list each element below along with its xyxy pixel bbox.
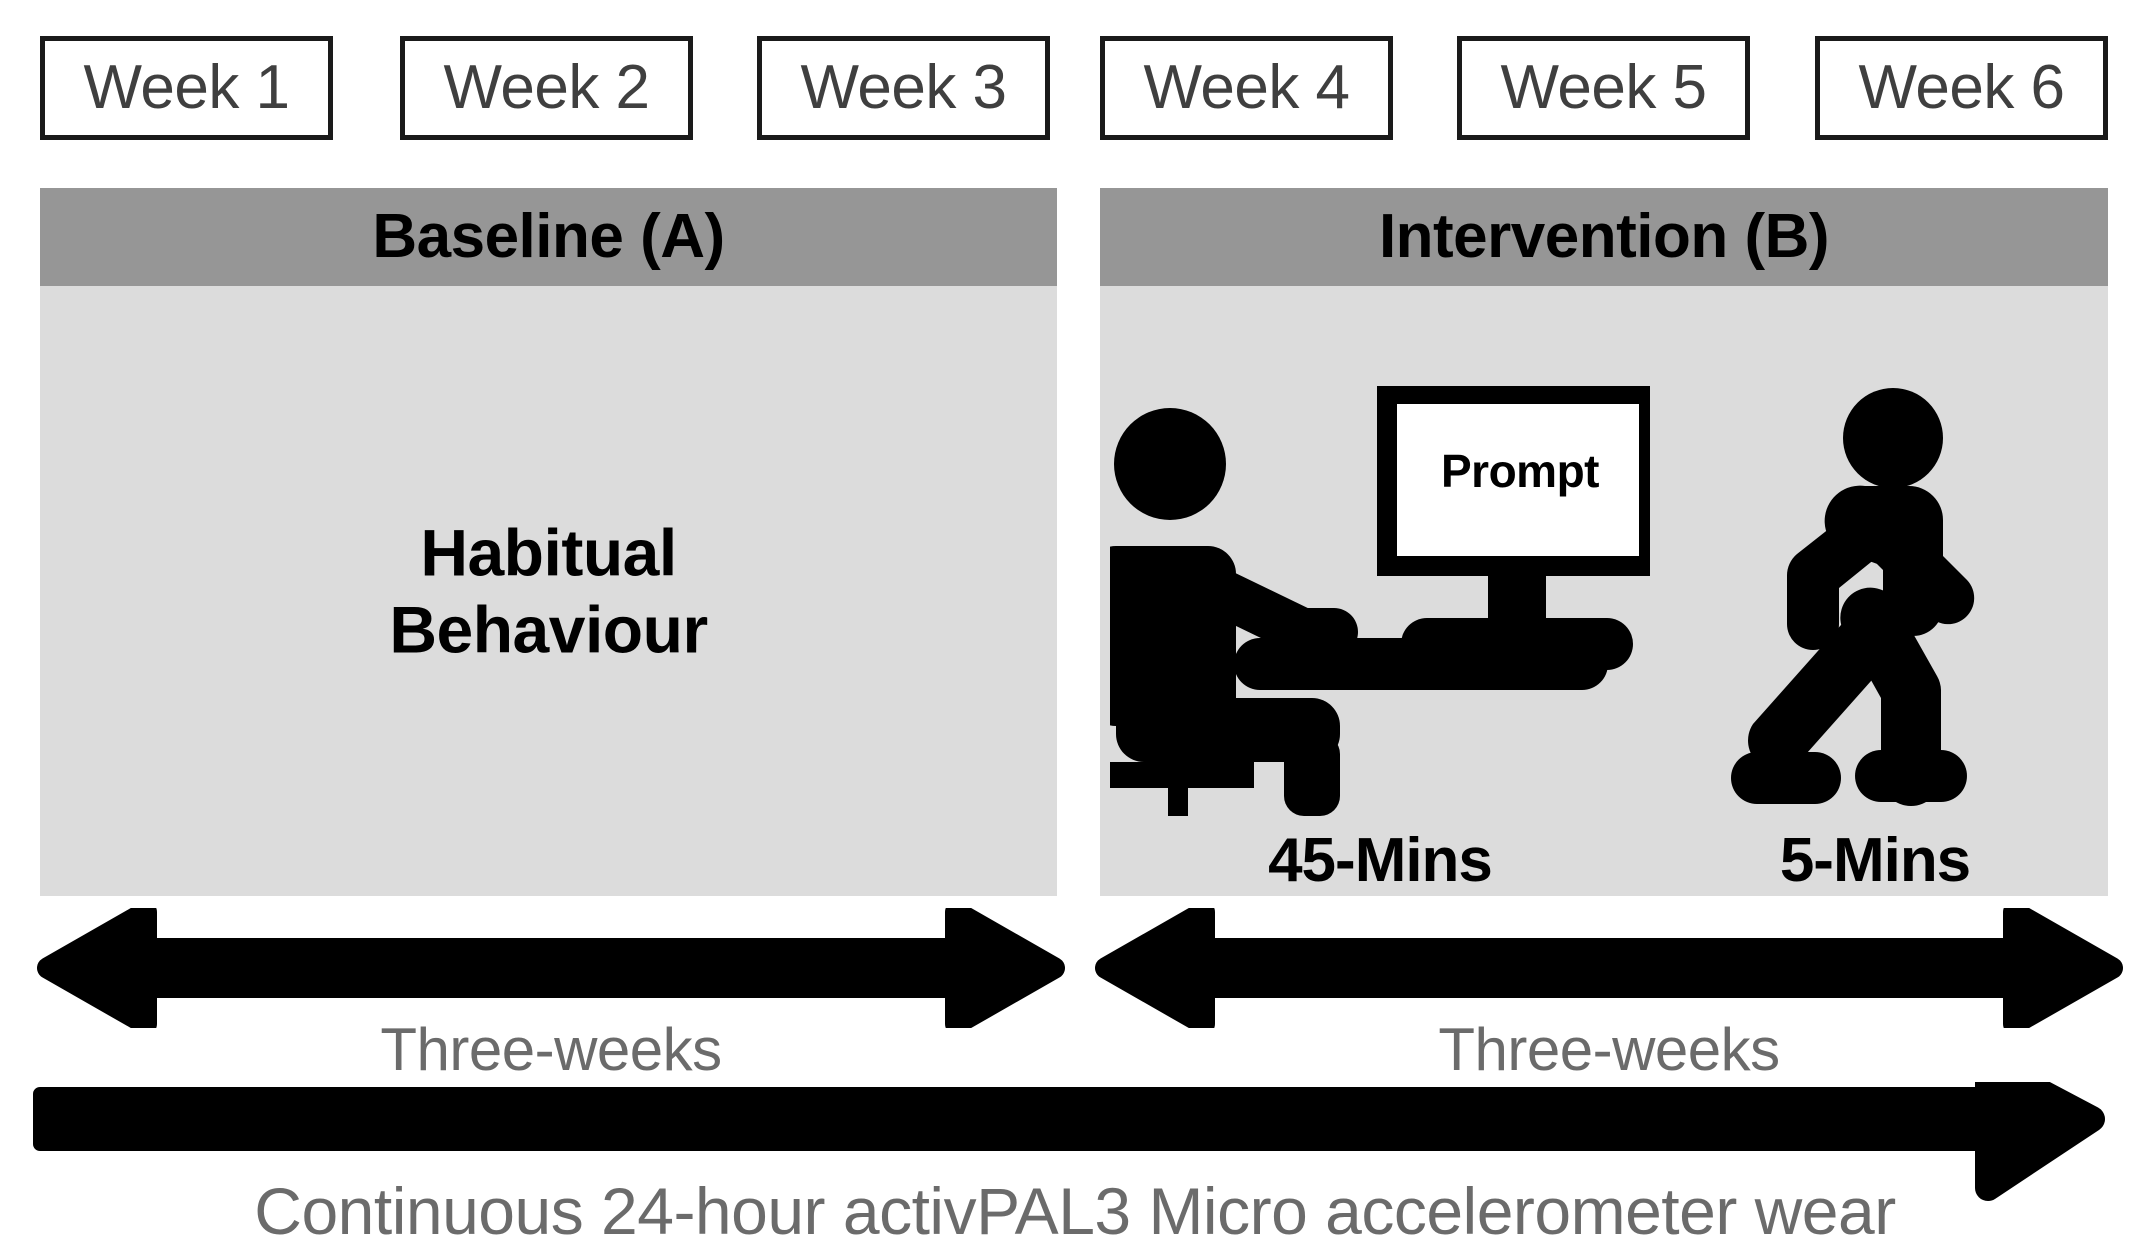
prompt-screen-text: Prompt [1441,445,1600,497]
phase-header-label: Intervention (B) [1378,202,1830,271]
person-walking-icon [1725,386,2025,816]
single-headed-right-arrow-icon [33,1082,2105,1201]
phase-body-intervention: Prompt 45-Mins [1100,286,2108,896]
habitual-line-1: Habitual [420,515,677,590]
phase-panel-intervention: Intervention (B) [1100,188,2108,896]
duration-intervention: Three-weeks [1090,908,2128,1080]
week-label: Week 6 [1858,53,2065,122]
duration-label-intervention: Three-weeks [1438,1016,1780,1083]
week-label: Week 5 [1500,53,1707,122]
person-sitting-at-desk-icon: Prompt [1110,386,1650,816]
phase-panel-baseline: Baseline (A) Habitual Behaviour [40,188,1057,896]
walking-duration-caption: 5-Mins [1779,826,1971,895]
double-headed-arrow-icon [1095,908,2123,1028]
week-box-6: Week 6 [1815,36,2108,140]
phase-header-baseline: Baseline (A) [40,188,1057,286]
habitual-line-2: Behaviour [389,592,708,666]
duration-label-baseline: Three-weeks [380,1016,722,1083]
week-label: Week 1 [83,53,290,122]
phase-header-label: Baseline (A) [372,202,725,271]
week-box-4: Week 4 [1100,36,1393,140]
week-label: Week 2 [443,53,650,122]
habitual-behaviour-text: Habitual Behaviour [40,514,1057,667]
intervention-item-sitting: Prompt 45-Mins [1110,332,1650,892]
week-box-3: Week 3 [757,36,1050,140]
week-box-1: Week 1 [40,36,333,140]
week-box-2: Week 2 [400,36,693,140]
measurement-label: Continuous 24-hour activPAL3 Micro accel… [254,1174,1896,1248]
phase-body-baseline: Habitual Behaviour [40,286,1057,896]
measurement-wear-band: Continuous 24-hour activPAL3 Micro accel… [30,1082,2120,1252]
double-headed-arrow-icon [37,908,1065,1028]
sitting-duration-caption: 45-Mins [1268,826,1493,895]
phase-header-intervention: Intervention (B) [1100,188,2108,286]
week-box-5: Week 5 [1457,36,1750,140]
week-label: Week 3 [800,53,1007,122]
duration-baseline: Three-weeks [26,908,1076,1080]
week-label: Week 4 [1143,53,1350,122]
intervention-item-walking: 5-Mins [1660,332,2090,892]
